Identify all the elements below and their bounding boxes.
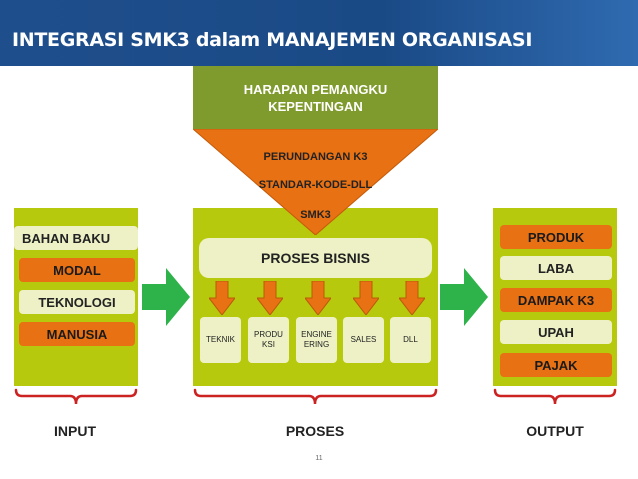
process-item-sales: SALES: [343, 317, 384, 363]
output-label: OUTPUT: [526, 423, 584, 439]
input-item-teknologi: TEKNOLOGI: [19, 290, 135, 314]
funnel-item-regulation: PERUNDANGAN K3: [263, 151, 368, 163]
output-item-laba: LABA: [500, 256, 612, 280]
header-band: [0, 0, 638, 66]
output-item-upah: UPAH: [500, 320, 612, 344]
proses-bisnis-label: PROSES BISNIS: [261, 250, 370, 266]
braces: [14, 388, 617, 405]
page-title: INTEGRASI SMK3 dalam MANAJEMEN ORGANISAS…: [12, 29, 533, 51]
harapan-box: HARAPAN PEMANGKU KEPENTINGAN: [193, 66, 438, 129]
process-item-dll: DLL: [390, 317, 431, 363]
down-arrow-icon: [305, 281, 331, 315]
input-label: INPUT: [54, 423, 96, 439]
funnel-item-smk3: SMK3: [300, 209, 331, 221]
down-arrow-icon: [399, 281, 425, 315]
right-arrow-icon: [440, 268, 488, 326]
proses-bisnis-box: PROSES BISNIS: [199, 238, 432, 278]
process-item-teknik: TEKNIK: [200, 317, 241, 363]
process-item-engineering: ENGINEERING: [296, 317, 337, 363]
output-item-dampak-k3: DAMPAK K3: [500, 288, 612, 312]
funnel-item-standard: STANDAR-KODE-DLL: [258, 179, 373, 191]
output-item-pajak: PAJAK: [500, 353, 612, 377]
down-arrow-icon: [257, 281, 283, 315]
process-item-produksi: PRODUKSI: [248, 317, 289, 363]
down-arrow-icon: [353, 281, 379, 315]
input-item-bahan-baku: BAHAN BAKU: [14, 226, 138, 250]
page-number: 11: [315, 455, 323, 462]
input-item-modal: MODAL: [19, 258, 135, 282]
down-arrow-icon: [209, 281, 235, 315]
right-arrow-icon: [142, 268, 190, 326]
harapan-label: HARAPAN PEMANGKU KEPENTINGAN: [243, 81, 388, 114]
proses-label: PROSES: [285, 423, 345, 439]
output-item-produk: PRODUK: [500, 225, 612, 249]
funnel-triangle: [193, 129, 438, 235]
input-item-manusia: MANUSIA: [19, 322, 135, 346]
